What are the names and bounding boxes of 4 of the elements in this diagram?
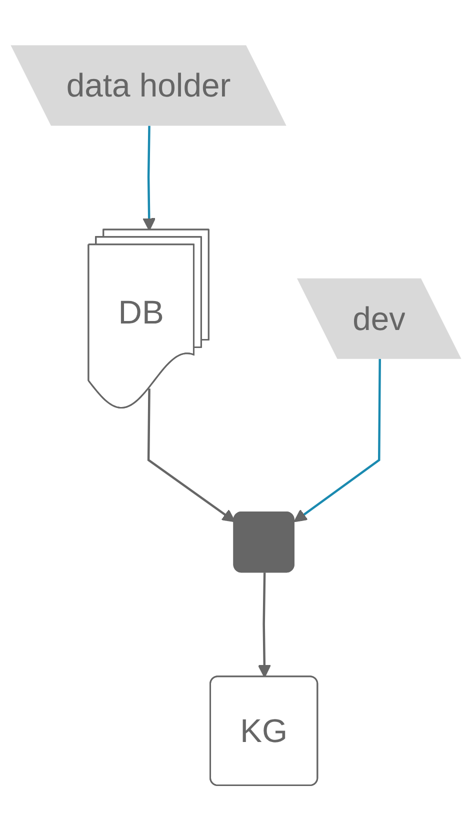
arrow xyxy=(258,573,271,678)
arrow xyxy=(294,359,381,523)
arrow xyxy=(147,388,236,523)
arrow xyxy=(142,126,156,232)
